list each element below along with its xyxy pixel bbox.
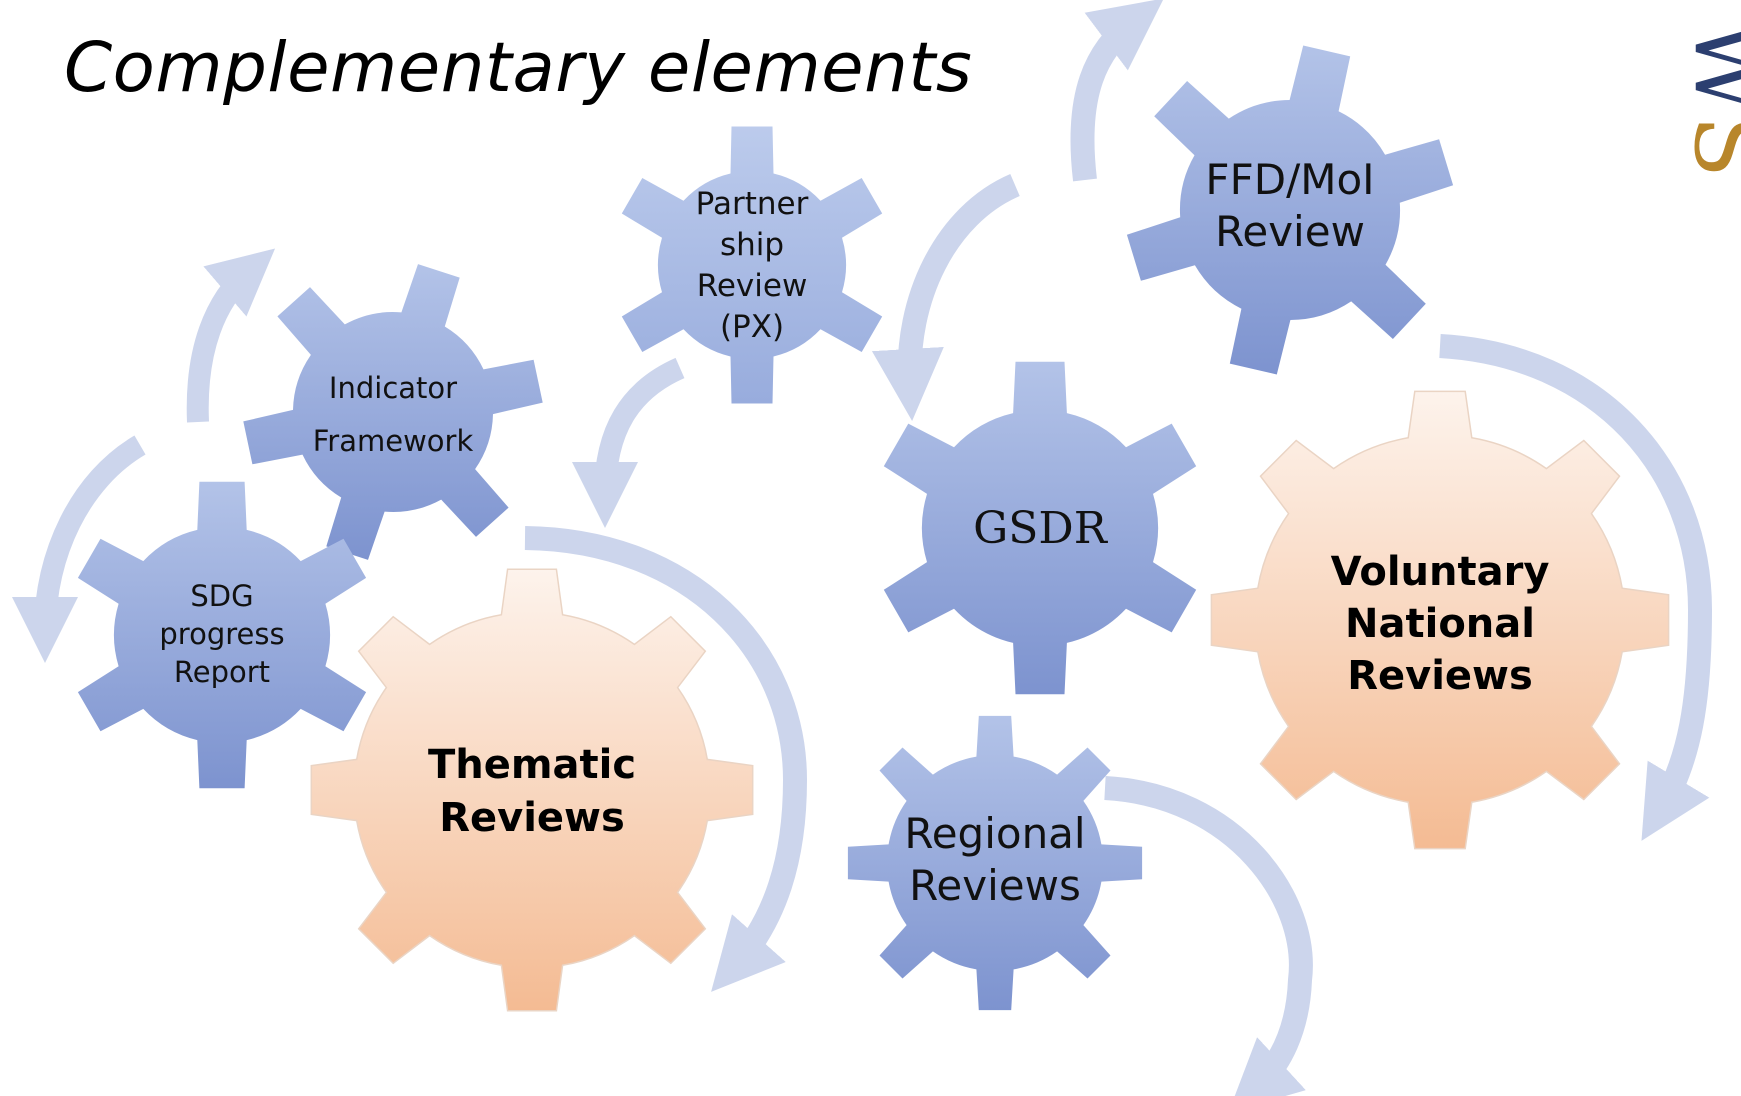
- gear-shape: [310, 568, 754, 1012]
- gear-shape: [621, 126, 883, 404]
- logo: S W: [1674, 20, 1741, 178]
- gear-label-line: Reviews: [909, 861, 1081, 910]
- curved-arrow: [871, 173, 1021, 421]
- gear-label-line: SDG: [190, 579, 253, 613]
- gear-shape: [243, 264, 543, 560]
- curved-arrow: [1104, 776, 1313, 1096]
- cycle-arrows: [12, 0, 1713, 1096]
- slide-title: Complementary elements: [64, 28, 973, 108]
- curved-arrow: [12, 435, 146, 663]
- gear-label-line: Review: [697, 268, 808, 304]
- gear-shape: [1126, 45, 1454, 375]
- gear-shape: [77, 481, 367, 789]
- gear-shape: [883, 361, 1197, 695]
- curved-arrow: [186, 248, 276, 423]
- curved-arrow: [524, 526, 808, 992]
- gear-label-line: Partner: [696, 186, 809, 222]
- gear-label: GSDR: [973, 503, 1109, 554]
- gear-label-line: Reviews: [439, 795, 625, 841]
- gear-shape: [847, 715, 1143, 1011]
- gear-label-line: Voluntary: [1331, 549, 1550, 595]
- gear-label-line: (PX): [720, 309, 784, 345]
- gear-label-line: National: [1345, 601, 1535, 647]
- gear-label-line: Framework: [313, 424, 474, 458]
- gear-label-line: GSDR: [973, 503, 1109, 554]
- gear-label-line: Review: [1215, 207, 1365, 256]
- logo-letter-w: W: [1674, 20, 1741, 115]
- curved-arrow: [1070, 0, 1164, 182]
- logo-letter-s: S: [1674, 115, 1741, 178]
- gear-label-line: Regional: [904, 809, 1085, 858]
- gear-shape: [1210, 390, 1670, 850]
- gear-label-line: Thematic: [428, 742, 636, 788]
- gear-gsdr: GSDR: [883, 361, 1197, 695]
- gear-label-line: Reviews: [1347, 653, 1533, 699]
- curved-arrow: [572, 357, 685, 528]
- curved-arrow: [1439, 334, 1713, 841]
- gear-label-line: progress: [159, 617, 284, 651]
- gear-label-line: FFD/MoI: [1205, 155, 1374, 204]
- gear-label-line: ship: [720, 227, 784, 263]
- gear-label-line: Report: [174, 655, 270, 689]
- gear-label-line: Indicator: [329, 371, 457, 405]
